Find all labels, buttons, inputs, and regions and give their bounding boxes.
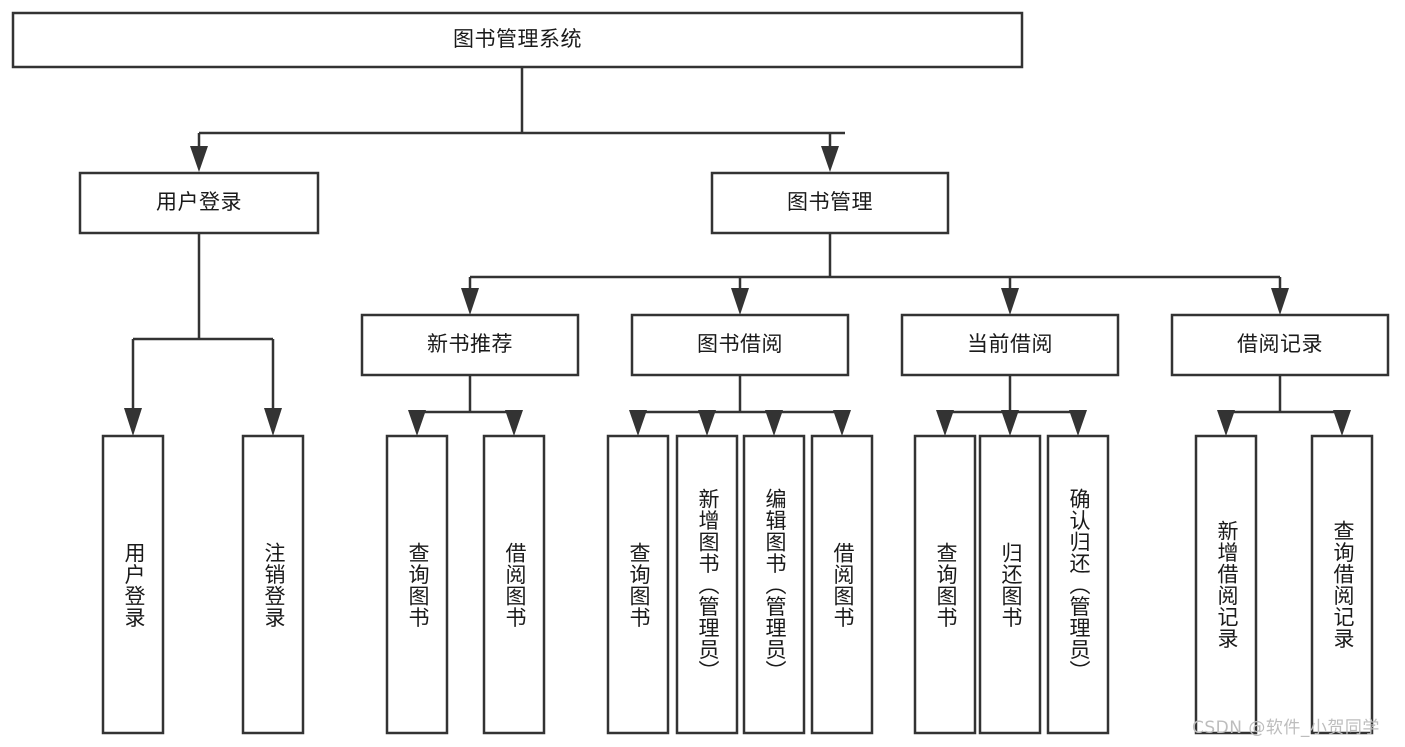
connector-bookmgmt-to-level3 [461,233,1289,315]
node-label-leaf-logout-login: 注销登录 [261,541,286,628]
node-label-leaf-return-book: 归还图书 [998,541,1023,628]
node-box-user-login[interactable] [78,171,320,235]
node-box-leaf-borrow-book-1[interactable] [482,434,546,735]
node-label-leaf-borrow-book-1: 借阅图书 [502,541,527,628]
node-box-current-borrow[interactable] [900,313,1120,377]
node-box-leaf-add-book[interactable] [675,434,739,735]
connector-userlogin-to-leaves [124,233,282,436]
node-box-leaf-return-book[interactable] [978,434,1042,735]
connector-bookborrow-to-leaves [629,375,851,436]
node-box-leaf-confirm-return[interactable] [1046,434,1110,735]
node-box-leaf-query-book-3[interactable] [913,434,977,735]
node-label-root-system: 图书管理系统 [453,27,582,52]
node-label-current-borrow: 当前借阅 [967,332,1053,357]
connector-borrowrecord-to-leaves [1217,375,1351,436]
node-label-leaf-query-book-2: 查询图书 [626,541,651,628]
node-box-borrow-record[interactable] [1170,313,1390,377]
node-label-leaf-edit-book: 编辑图书（管理员） [762,487,787,682]
connector-newbook-to-leaves [408,375,523,436]
node-box-leaf-edit-book[interactable] [742,434,806,735]
node-box-leaf-query-record[interactable] [1310,434,1374,735]
node-label-new-book-recommend: 新书推荐 [427,332,513,357]
node-label-leaf-confirm-return: 确认归还（管理员） [1066,487,1091,682]
node-label-leaf-add-record: 新增借阅记录 [1214,520,1239,649]
node-label-leaf-user-login: 用户登录 [121,541,146,628]
node-label-book-management: 图书管理 [787,190,873,215]
node-box-leaf-borrow-book-2[interactable] [810,434,874,735]
node-box-leaf-add-record[interactable] [1194,434,1258,735]
node-box-leaf-query-book-1[interactable] [385,434,449,735]
connector-root-to-level2 [190,67,845,172]
node-box-leaf-logout-login[interactable] [241,434,305,735]
node-box-leaf-user-login[interactable] [101,434,165,735]
node-label-leaf-query-book-3: 查询图书 [933,541,958,628]
node-label-leaf-query-record: 查询借阅记录 [1330,520,1355,649]
watermark-text: CSDN @软件_小贺同学 [1192,718,1380,738]
node-label-user-login: 用户登录 [156,190,242,215]
node-label-leaf-add-book: 新增图书（管理员） [695,487,720,682]
node-box-book-borrow[interactable] [630,313,850,377]
node-box-root-system[interactable] [11,11,1024,69]
node-label-leaf-query-book-1: 查询图书 [405,541,430,628]
node-box-leaf-query-book-2[interactable] [606,434,670,735]
node-label-book-borrow: 图书借阅 [697,332,783,357]
node-box-book-management[interactable] [710,171,950,235]
connector-currentborrow-to-leaves [936,375,1087,436]
node-label-borrow-record: 借阅记录 [1237,332,1323,357]
node-box-new-book-recommend[interactable] [360,313,580,377]
node-label-leaf-borrow-book-2: 借阅图书 [830,541,855,628]
